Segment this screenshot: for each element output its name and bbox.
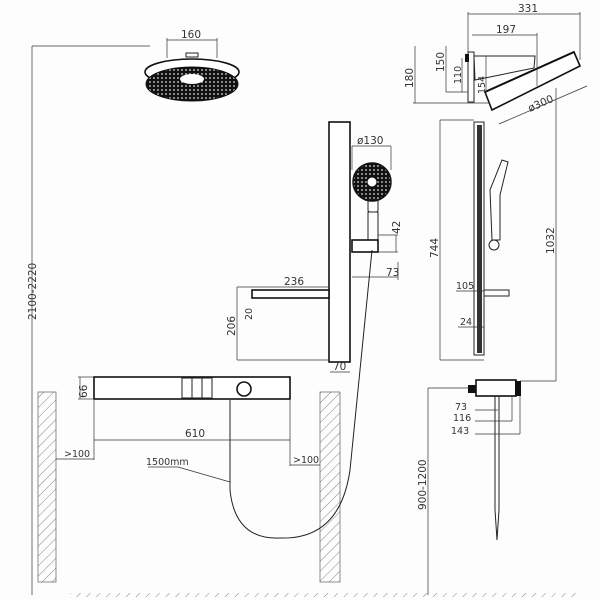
- rain-head-diameter-label: ø300: [526, 93, 555, 115]
- right-wall-hatch: [319, 391, 341, 583]
- shelf-width-label: 236: [284, 276, 304, 288]
- mixer-install-height-label: 900-1200: [417, 459, 429, 510]
- arm-total-reach-label: 331: [518, 3, 538, 15]
- mixer-depth-1-label: 73: [455, 402, 467, 413]
- right-clearance-label: >100: [293, 455, 319, 466]
- holder-depth-label: 73: [386, 267, 399, 279]
- shelf-depth-label: 105: [456, 281, 474, 292]
- shelf-thickness-label: 20: [244, 308, 255, 320]
- left-clearance-label: >100: [64, 449, 90, 460]
- overall-height-dimension: 2100-2220: [27, 45, 150, 595]
- rain-mount-width-label: 160: [181, 29, 201, 41]
- rail-total-label: 1032: [545, 227, 557, 254]
- slide-rail-front: ø130 42 73 236 206 20 70: [226, 121, 403, 373]
- mixer-height-label: 66: [78, 384, 90, 398]
- arm-height-label: 180: [404, 68, 416, 88]
- left-wall-hatch: [37, 391, 57, 583]
- shelf-side-label: 24: [460, 317, 472, 328]
- arm-plate-inner-label: 110: [453, 66, 464, 84]
- arm-reach-label: 197: [496, 24, 516, 36]
- mixer-width-label: 610: [185, 428, 205, 440]
- rail-length-label: 744: [429, 238, 441, 258]
- rail-depth-label: 70: [333, 361, 346, 373]
- arm-drop-label: 154: [477, 76, 488, 94]
- arm-plate-height-label: 150: [435, 52, 447, 72]
- hand-shower-diameter-label: ø130: [357, 135, 383, 147]
- shower-hose: [229, 249, 373, 539]
- mixer-depth-3-label: 143: [451, 426, 469, 437]
- thermostatic-mixer-top: 66 610 >100 >100 1500mm: [56, 376, 320, 483]
- total-height-label: 2100-2220: [27, 263, 39, 320]
- floor-hatch: [70, 593, 580, 597]
- rain-shower-head-front: 160: [144, 29, 240, 102]
- hose-length-label: 1500mm: [146, 457, 189, 468]
- shelf-height-label: 206: [226, 316, 238, 336]
- side-view: 331 197 180 150 110 154 ø300 744 1032 10…: [404, 3, 588, 595]
- holder-height-label: 42: [391, 221, 403, 234]
- mixer-depth-2-label: 116: [453, 413, 471, 424]
